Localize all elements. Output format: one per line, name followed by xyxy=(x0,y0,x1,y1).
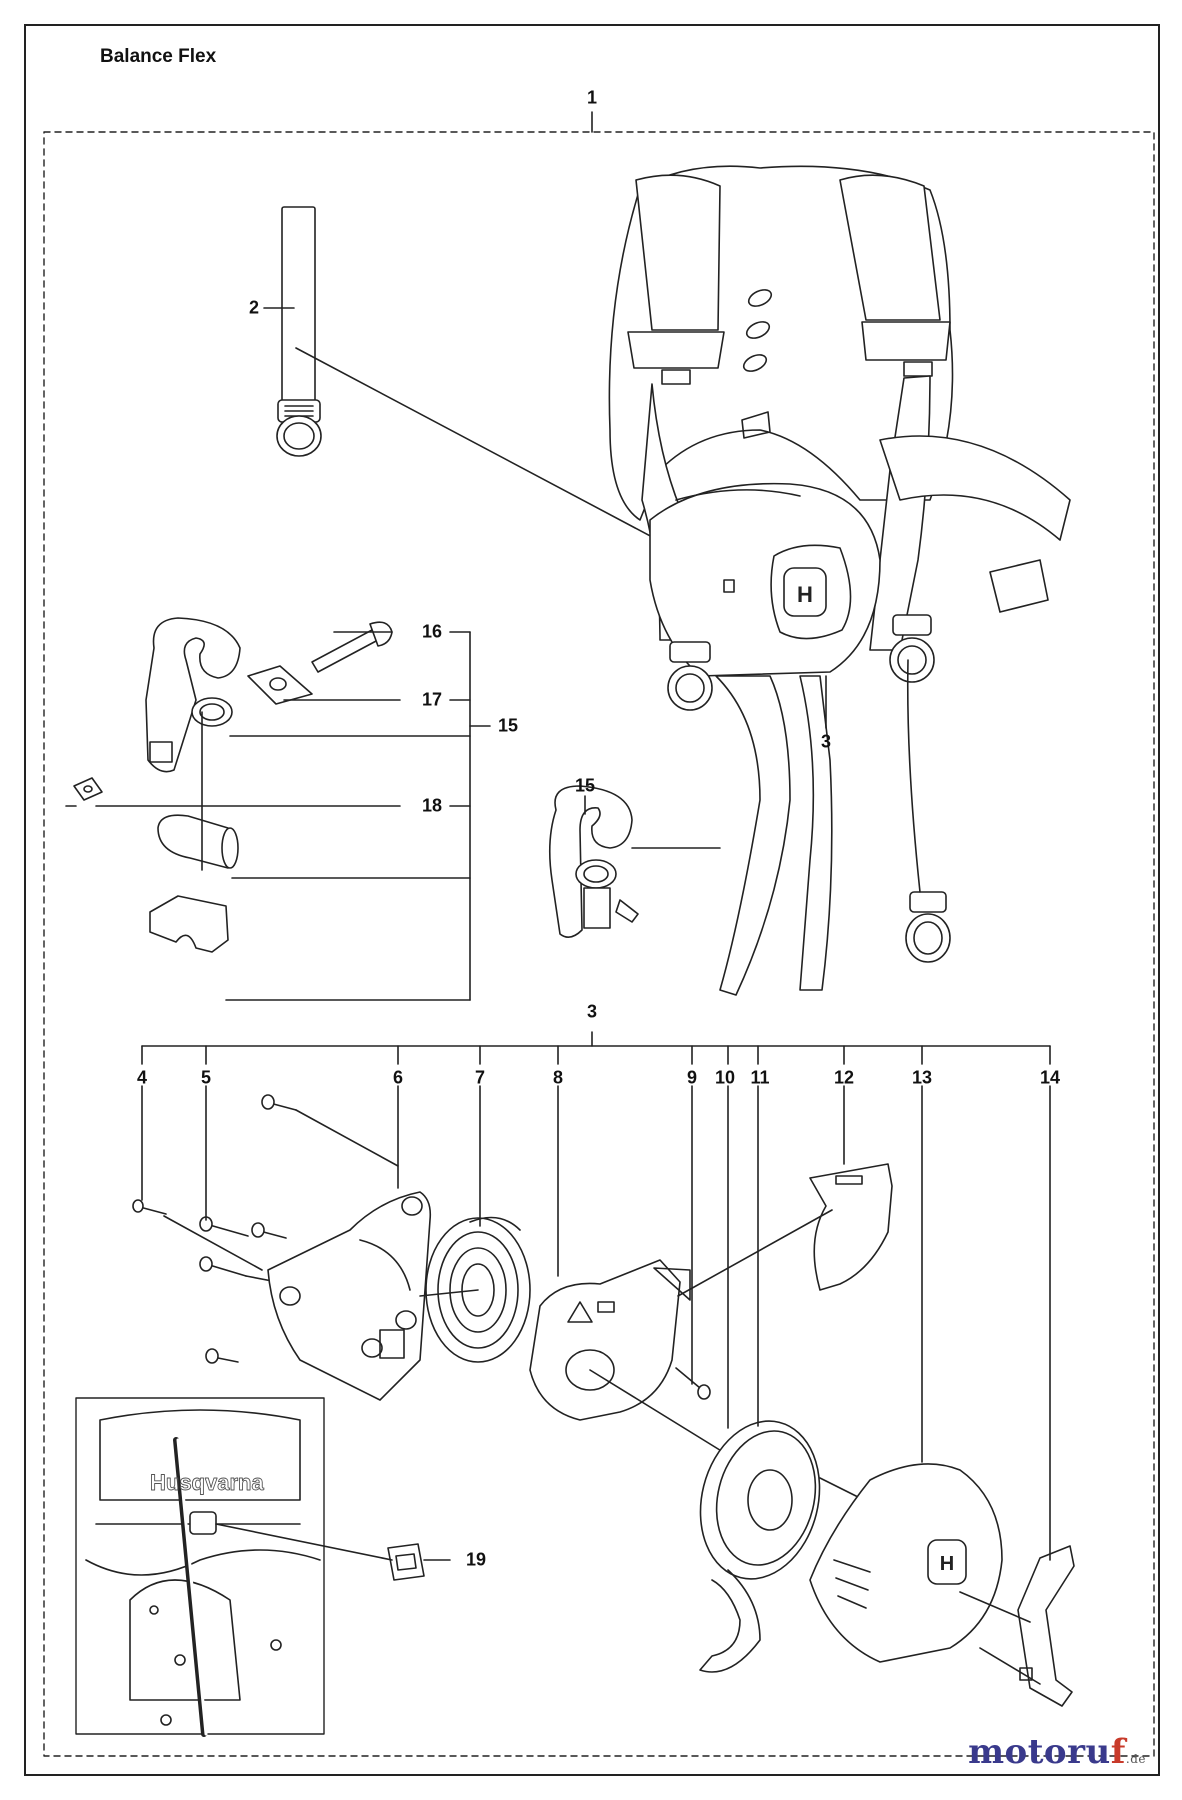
callout-1: 1 xyxy=(586,87,598,108)
callout-4: 4 xyxy=(136,1067,148,1088)
part-13-cover: H xyxy=(809,1463,1003,1663)
part-14-clip xyxy=(1017,1545,1075,1707)
callout-3-mid: 3 xyxy=(586,1001,598,1022)
leader-19 xyxy=(215,1523,393,1561)
callout-13: 13 xyxy=(911,1067,933,1088)
callout-2: 2 xyxy=(248,297,260,318)
part-4-5-screws xyxy=(132,1094,297,1364)
watermark-suffix: .de xyxy=(1125,1752,1146,1766)
callout-19: 19 xyxy=(465,1549,487,1570)
part-15-hook-right xyxy=(548,785,639,938)
callout-3-top: 3 xyxy=(820,731,832,752)
callout-18: 18 xyxy=(421,795,443,816)
callout-5: 5 xyxy=(200,1067,212,1088)
watermark-brand: motoru xyxy=(968,1732,1111,1772)
callout-14: 14 xyxy=(1039,1067,1061,1088)
callout-17: 17 xyxy=(421,689,443,710)
part-saddle xyxy=(149,895,229,953)
drawing-frame xyxy=(24,24,1160,1776)
svg-text:H: H xyxy=(940,1553,954,1575)
page-title: Balance Flex xyxy=(100,46,217,67)
callout-6: 6 xyxy=(392,1067,404,1088)
harness-illustration: H xyxy=(608,165,1071,996)
callout-7: 7 xyxy=(474,1067,486,1088)
assembly-1-dashed-box xyxy=(43,131,1155,1757)
callout-9: 9 xyxy=(686,1067,698,1088)
callout-8: 8 xyxy=(552,1067,564,1088)
part-2-strap xyxy=(276,206,322,457)
callout-15-mid: 15 xyxy=(497,715,519,736)
part-9-screw xyxy=(675,1367,711,1400)
watermark-logo: motoruf.de xyxy=(968,1732,1146,1772)
callout-10: 10 xyxy=(714,1067,736,1088)
callout-11: 11 xyxy=(750,1067,770,1088)
part-19-buckle xyxy=(387,1543,425,1581)
part-sleeve xyxy=(157,814,239,869)
callout-12: 12 xyxy=(833,1067,855,1088)
inset-brand-text: Husqvarna xyxy=(150,1470,264,1495)
callout-15-right: 15 xyxy=(574,775,596,796)
watermark-accent: f xyxy=(1110,1732,1126,1772)
part-10-11-pulley xyxy=(699,1420,821,1673)
part-8-housing xyxy=(529,1259,691,1421)
svg-text:H: H xyxy=(797,582,813,607)
leader-2 xyxy=(295,347,689,557)
part-15-clamp-body xyxy=(145,617,241,773)
part-6-base-plate xyxy=(267,1191,432,1401)
part-18-square-nut xyxy=(73,777,103,801)
part-16-bolt xyxy=(311,621,393,673)
part-12-cap xyxy=(809,1163,893,1291)
callout-16: 16 xyxy=(421,621,443,642)
part-17-nut xyxy=(247,665,313,705)
inset-detail xyxy=(75,1397,325,1737)
